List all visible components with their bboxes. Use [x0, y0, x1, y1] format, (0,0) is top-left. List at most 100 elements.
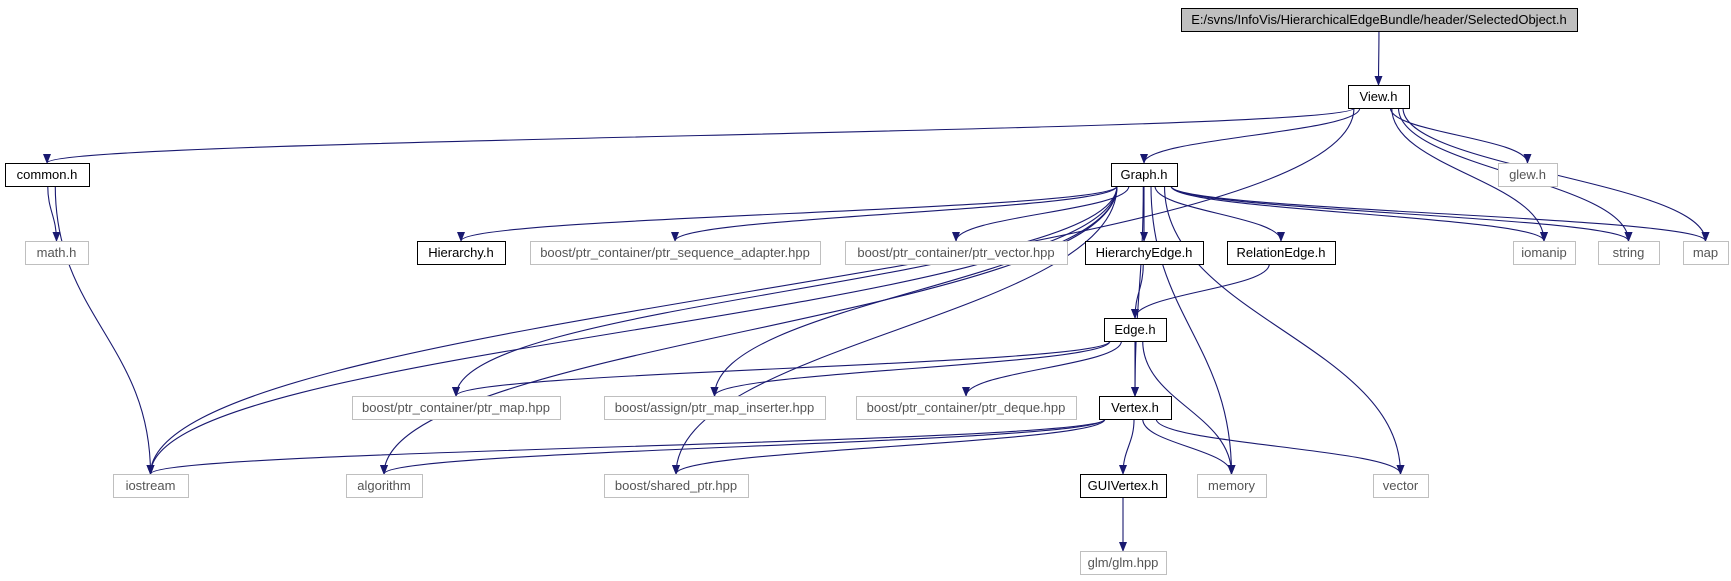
nodes-layer: E:/svns/InfoVis/HierarchicalEdgeBundle/h… — [5, 8, 1729, 575]
node-label-iostream: iostream — [126, 478, 176, 493]
edge-vertex-to-memory — [1142, 418, 1236, 475]
edge-graph-to-memory — [1150, 185, 1236, 475]
edge-graph-to-string — [1170, 185, 1633, 242]
node-label-glew: glew.h — [1509, 167, 1546, 182]
edge-common-to-math — [47, 185, 61, 242]
node-vector[interactable]: vector — [1373, 474, 1429, 498]
edge-vertex-to-vector — [1155, 418, 1405, 475]
node-box-iomanip — [1513, 241, 1576, 265]
node-ptrseq[interactable]: boost/ptr_container/ptr_sequence_adapter… — [530, 241, 821, 265]
edge-view-to-iostream — [146, 107, 1355, 475]
node-label-hierarchy: Hierarchy.h — [428, 245, 494, 260]
node-ptrmap[interactable]: boost/ptr_container/ptr_map.hpp — [352, 396, 561, 420]
node-math[interactable]: math.h — [25, 241, 89, 265]
node-vertex[interactable]: Vertex.h — [1099, 396, 1172, 420]
node-root[interactable]: E:/svns/InfoVis/HierarchicalEdgeBundle/h… — [1181, 8, 1578, 32]
edges-layer — [43, 30, 1710, 552]
node-label-sharedptr: boost/shared_ptr.hpp — [615, 478, 737, 493]
node-label-string: string — [1613, 245, 1645, 260]
node-label-guivertex: GUIVertex.h — [1088, 478, 1159, 493]
edge-graph-to-redge — [1154, 185, 1285, 242]
node-mapins[interactable]: boost/assign/ptr_map_inserter.hpp — [604, 396, 826, 420]
edge-graph-to-vector — [1163, 185, 1405, 475]
node-box-hedge — [1085, 241, 1204, 265]
node-glew[interactable]: glew.h — [1498, 163, 1558, 187]
node-label-algorithm: algorithm — [357, 478, 410, 493]
edge-edge-to-memory — [1142, 340, 1236, 475]
node-box-ptrseq — [530, 241, 821, 265]
edge-graph-to-map — [1170, 185, 1710, 242]
edge-common-to-iostream — [54, 185, 155, 475]
node-ptrdeque[interactable]: boost/ptr_container/ptr_deque.hpp — [856, 396, 1077, 420]
node-label-common: common.h — [17, 167, 78, 182]
edge-graph-to-algorithm — [380, 185, 1118, 475]
node-box-ptrvec — [845, 241, 1068, 265]
node-label-root: E:/svns/InfoVis/HierarchicalEdgeBundle/h… — [1191, 12, 1567, 27]
node-box-ptrdeque — [856, 396, 1077, 420]
node-box-graph — [1111, 163, 1178, 187]
edge-graph-to-sharedptr — [672, 185, 1118, 475]
node-box-redge — [1227, 241, 1336, 265]
edge-view-to-iomanip — [1391, 107, 1548, 242]
node-box-map — [1683, 241, 1729, 265]
node-guivertex[interactable]: GUIVertex.h — [1080, 474, 1167, 498]
edge-graph-to-ptrseq — [671, 185, 1118, 242]
node-label-ptrmap: boost/ptr_container/ptr_map.hpp — [362, 400, 550, 415]
node-ptrvec[interactable]: boost/ptr_container/ptr_vector.hpp — [845, 241, 1068, 265]
node-box-vertex — [1099, 396, 1172, 420]
node-box-string — [1598, 241, 1660, 265]
edge-edge-to-ptrmap — [452, 340, 1111, 397]
node-box-root — [1181, 8, 1578, 32]
node-box-view — [1348, 85, 1410, 109]
node-label-ptrseq: boost/ptr_container/ptr_sequence_adapter… — [540, 245, 810, 260]
node-algorithm[interactable]: algorithm — [346, 474, 423, 498]
node-box-hierarchy — [417, 241, 506, 265]
node-view[interactable]: View.h — [1348, 85, 1410, 109]
edge-graph-to-hierarchy — [457, 185, 1118, 242]
edge-edge-to-ptrdeque — [962, 340, 1123, 397]
edge-graph-to-mapins — [710, 185, 1118, 397]
node-box-ptrmap — [352, 396, 561, 420]
edge-vertex-to-sharedptr — [672, 418, 1106, 475]
node-iostream[interactable]: iostream — [113, 474, 189, 498]
node-label-iomanip: iomanip — [1521, 245, 1567, 260]
edge-hedge-to-edge — [1131, 263, 1144, 319]
edge-graph-to-ptrmap — [452, 185, 1118, 397]
edge-graph-to-iomanip — [1170, 185, 1548, 242]
node-box-common — [5, 163, 90, 187]
node-label-ptrvec: boost/ptr_container/ptr_vector.hpp — [857, 245, 1054, 260]
node-box-sharedptr — [604, 474, 749, 498]
node-redge[interactable]: RelationEdge.h — [1227, 241, 1336, 265]
node-hierarchy[interactable]: Hierarchy.h — [417, 241, 506, 265]
node-box-mapins — [604, 396, 826, 420]
edge-graph-to-ptrvec — [952, 185, 1130, 242]
node-edge[interactable]: Edge.h — [1104, 318, 1167, 342]
node-box-iostream — [113, 474, 189, 498]
node-common[interactable]: common.h — [5, 163, 90, 187]
node-box-glm — [1080, 551, 1167, 575]
node-map[interactable]: map — [1683, 241, 1729, 265]
edge-view-to-graph — [1140, 107, 1361, 164]
edge-edge-to-mapins — [710, 340, 1111, 397]
node-label-glm: glm/glm.hpp — [1088, 555, 1159, 570]
node-label-ptrdeque: boost/ptr_container/ptr_deque.hpp — [867, 400, 1066, 415]
node-label-map: map — [1693, 245, 1718, 260]
node-box-math — [25, 241, 89, 265]
node-label-edge: Edge.h — [1114, 322, 1155, 337]
node-box-guivertex — [1080, 474, 1167, 498]
node-sharedptr[interactable]: boost/shared_ptr.hpp — [604, 474, 749, 498]
node-label-graph: Graph.h — [1121, 167, 1168, 182]
node-label-vector: vector — [1383, 478, 1419, 493]
edge-view-to-common — [43, 107, 1355, 164]
node-box-vector — [1373, 474, 1429, 498]
node-graph[interactable]: Graph.h — [1111, 163, 1178, 187]
node-glm[interactable]: glm/glm.hpp — [1080, 551, 1167, 575]
node-label-mapins: boost/assign/ptr_map_inserter.hpp — [615, 400, 814, 415]
edge-view-to-glew — [1389, 107, 1532, 164]
node-string[interactable]: string — [1598, 241, 1660, 265]
node-iomanip[interactable]: iomanip — [1513, 241, 1576, 265]
node-memory[interactable]: memory — [1197, 474, 1267, 498]
node-label-math: math.h — [37, 245, 77, 260]
node-hedge[interactable]: HierarchyEdge.h — [1085, 241, 1204, 265]
